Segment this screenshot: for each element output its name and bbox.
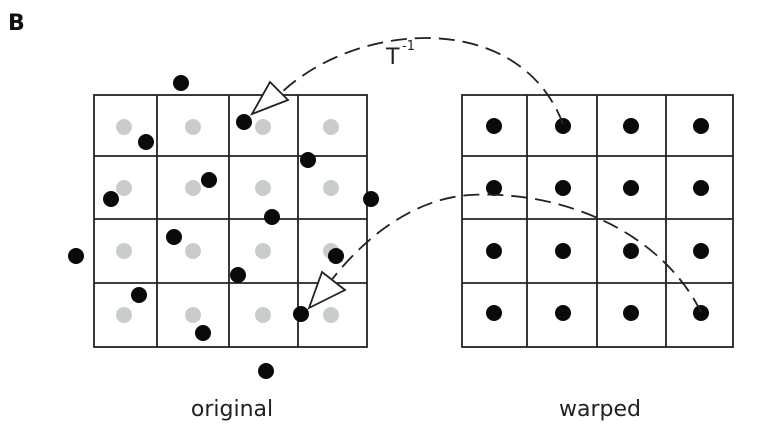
sampled-point bbox=[131, 287, 147, 303]
warped-point bbox=[623, 180, 639, 196]
sampled-point bbox=[230, 267, 246, 283]
transform-label: T bbox=[385, 45, 400, 70]
warped-point bbox=[555, 243, 571, 259]
sampled-point bbox=[264, 209, 280, 225]
sampled-point bbox=[363, 191, 379, 207]
grid-center-dot bbox=[255, 243, 271, 259]
sampled-point bbox=[328, 248, 344, 264]
sampled-point bbox=[195, 325, 211, 341]
original-grid-border bbox=[93, 94, 368, 348]
bottom-mapping-arrow bbox=[329, 193, 702, 313]
grid-center-dot bbox=[323, 307, 339, 323]
warped-point bbox=[623, 118, 639, 134]
sampled-point bbox=[258, 363, 274, 379]
grid-center-dot bbox=[255, 119, 271, 135]
original-grid-centers bbox=[116, 119, 339, 323]
grid-center-dot bbox=[116, 119, 132, 135]
warped-point bbox=[693, 305, 709, 321]
warped-point bbox=[486, 118, 502, 134]
warped-point bbox=[693, 118, 709, 134]
warped-point bbox=[555, 118, 571, 134]
sampled-point bbox=[103, 191, 119, 207]
sampled-point bbox=[201, 172, 217, 188]
warped-point bbox=[486, 305, 502, 321]
sampled-point bbox=[173, 75, 189, 91]
sampled-point bbox=[68, 248, 84, 264]
top-mapping-arrow bbox=[281, 37, 564, 125]
warped-label: warped bbox=[559, 397, 641, 422]
grid-center-dot bbox=[323, 119, 339, 135]
grid-center-dot bbox=[116, 307, 132, 323]
grid-center-dot bbox=[185, 307, 201, 323]
grid-center-dot bbox=[323, 180, 339, 196]
warped-point bbox=[486, 180, 502, 196]
grid-center-dot bbox=[185, 180, 201, 196]
transform-superscript: -1 bbox=[402, 39, 415, 54]
warped-point bbox=[623, 305, 639, 321]
grid-center-dot bbox=[185, 243, 201, 259]
warped-point bbox=[486, 243, 502, 259]
panel-label: B bbox=[8, 11, 25, 36]
grid-center-dot bbox=[185, 119, 201, 135]
warped-point bbox=[555, 305, 571, 321]
warped-point bbox=[693, 243, 709, 259]
sampled-point bbox=[300, 152, 316, 168]
warped-point bbox=[693, 180, 709, 196]
sampled-point bbox=[236, 114, 252, 130]
original-label: original bbox=[191, 397, 273, 422]
grid-center-dot bbox=[255, 180, 271, 196]
original-sampled-points bbox=[68, 75, 379, 379]
grid-center-dot bbox=[116, 180, 132, 196]
grid-center-dot bbox=[116, 243, 132, 259]
warped-grid bbox=[461, 94, 734, 348]
warped-grid-points bbox=[486, 118, 709, 321]
top-arrowhead bbox=[249, 80, 290, 116]
sampled-point bbox=[138, 134, 154, 150]
inverse-transform-arrows bbox=[249, 37, 702, 313]
original-grid bbox=[93, 94, 368, 348]
sampled-point bbox=[293, 306, 309, 322]
sampled-point bbox=[166, 229, 182, 245]
warped-point bbox=[555, 180, 571, 196]
bottom-arrowhead bbox=[307, 270, 347, 310]
warped-point bbox=[623, 243, 639, 259]
grid-center-dot bbox=[255, 307, 271, 323]
